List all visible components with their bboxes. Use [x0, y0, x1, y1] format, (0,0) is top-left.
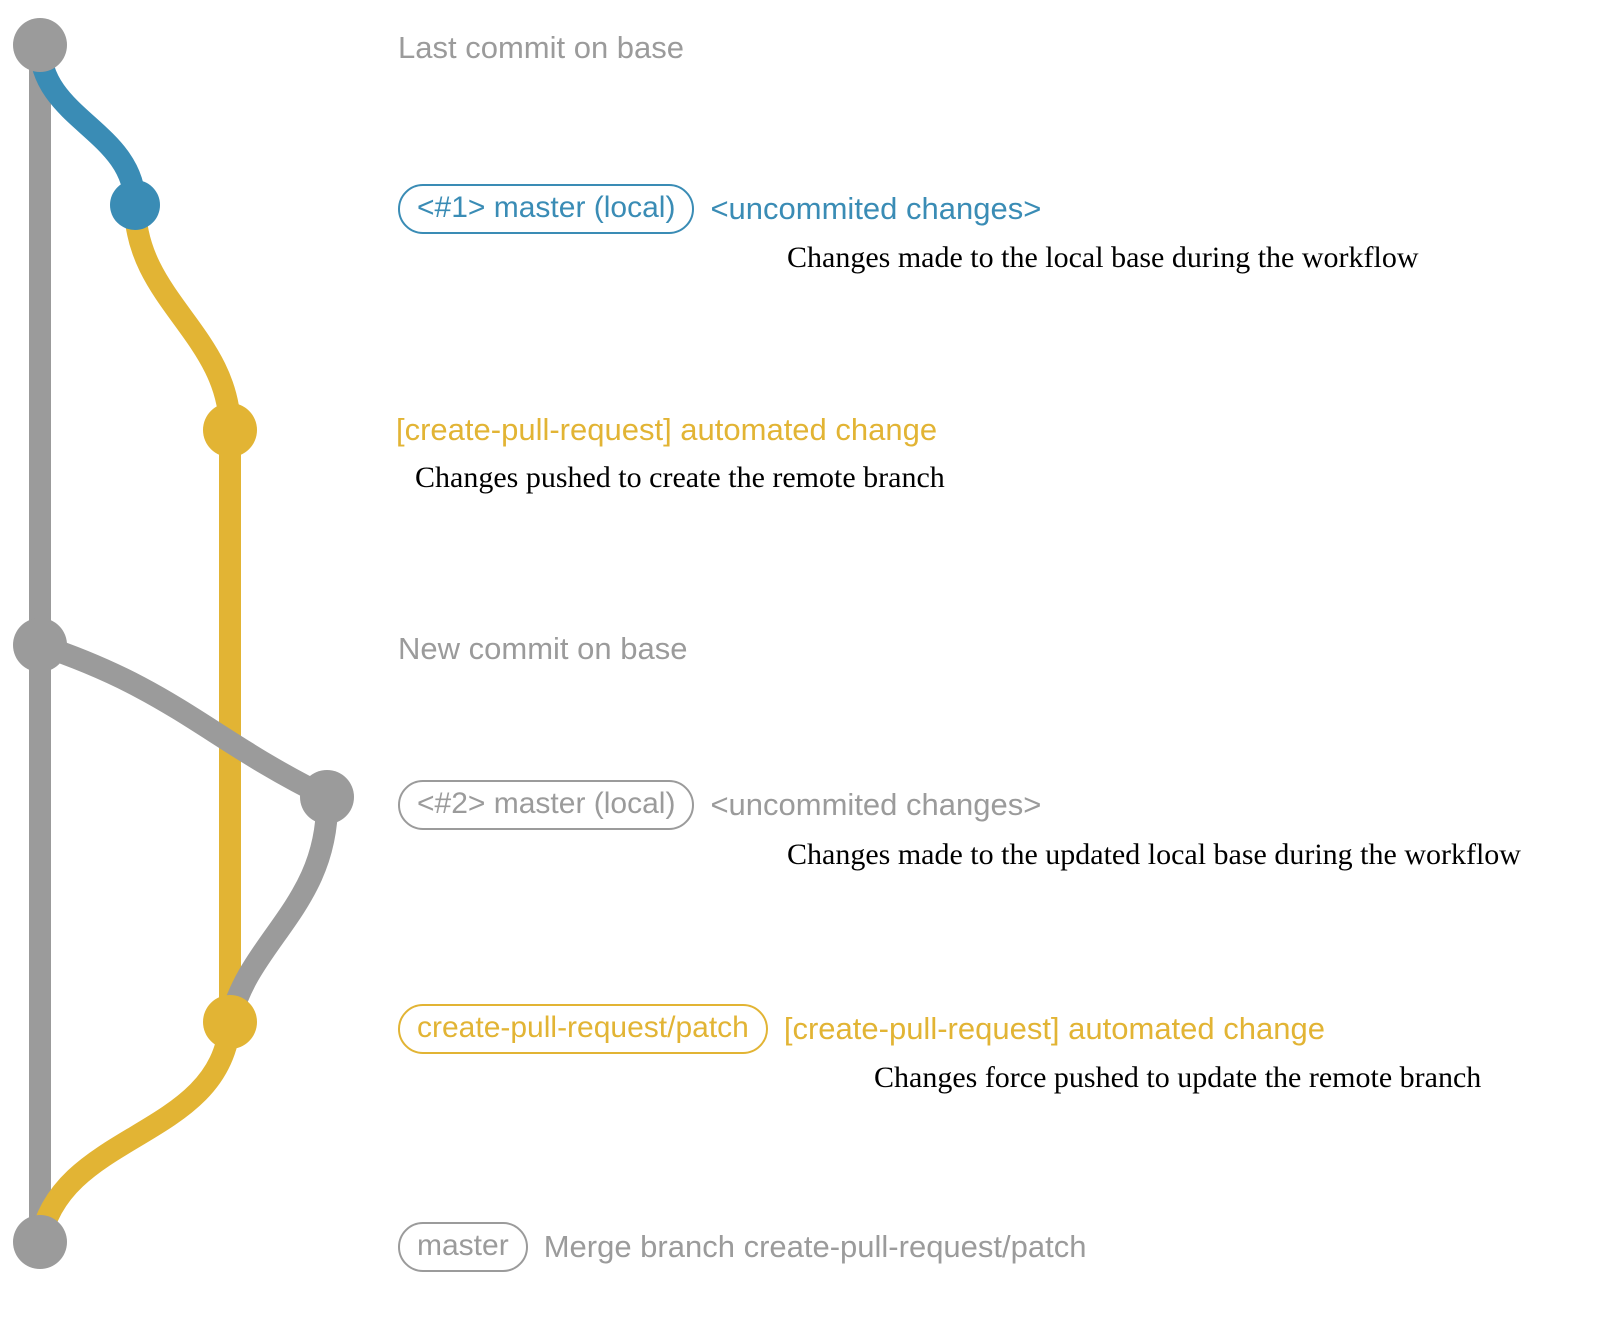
commit-title-patch-create: [create-pull-request] automated change	[396, 412, 938, 447]
description-local-1: Changes made to the local base during th…	[787, 241, 1419, 274]
commit-message-local-2: <uncommited changes>	[710, 787, 1042, 822]
edge-basenew-to-local2	[29, 634, 338, 808]
commit-title-new-commit-on-base: New commit on base	[398, 631, 688, 666]
commit-nodes	[13, 18, 354, 1269]
node-base-new[interactable]	[13, 618, 67, 672]
node-base-last[interactable]	[13, 18, 67, 72]
entry-patch-update: create-pull-request/patch [create-pull-r…	[398, 1004, 1325, 1054]
commit-message-local-1: <uncommited changes>	[710, 191, 1042, 226]
node-master-merge[interactable]	[13, 1215, 67, 1269]
description-patch-update: Changes force pushed to update the remot…	[874, 1061, 1482, 1094]
edge-patch2-to-master	[29, 1011, 241, 1253]
node-patch-update[interactable]	[203, 995, 257, 1049]
entry-master-merge: master Merge branch create-pull-request/…	[398, 1222, 1086, 1272]
commit-title-last-commit-on-base: Last commit on base	[398, 30, 685, 65]
description-patch-create: Changes pushed to create the remote bran…	[415, 461, 945, 494]
node-local-2[interactable]	[300, 770, 354, 824]
entry-local-1: <#1> master (local) <uncommited changes>	[398, 184, 1041, 234]
entry-last-commit-on-base: Last commit on base	[398, 32, 684, 63]
branch-badge-master[interactable]: master	[398, 1222, 528, 1272]
branch-badge-local-2[interactable]: <#2> master (local)	[398, 780, 695, 830]
node-patch-create[interactable]	[203, 403, 257, 457]
entry-local-2: <#2> master (local) <uncommited changes>	[398, 780, 1041, 830]
node-local-1[interactable]	[110, 180, 160, 230]
branch-badge-patch-update[interactable]: create-pull-request/patch	[398, 1004, 768, 1054]
commit-message-patch-update: [create-pull-request] automated change	[783, 1011, 1325, 1046]
description-local-2: Changes made to the updated local base d…	[787, 838, 1521, 871]
edge-local1-to-patch	[124, 194, 241, 441]
entry-new-commit-on-base: New commit on base	[398, 633, 687, 664]
entry-patch-create: [create-pull-request] automated change	[396, 414, 937, 445]
commit-message-master-merge: Merge branch create-pull-request/patch	[543, 1229, 1087, 1264]
git-graph	[13, 18, 354, 1269]
edge-local2-to-patch2	[219, 786, 339, 1033]
branch-badge-local-1[interactable]: <#1> master (local)	[398, 184, 695, 234]
